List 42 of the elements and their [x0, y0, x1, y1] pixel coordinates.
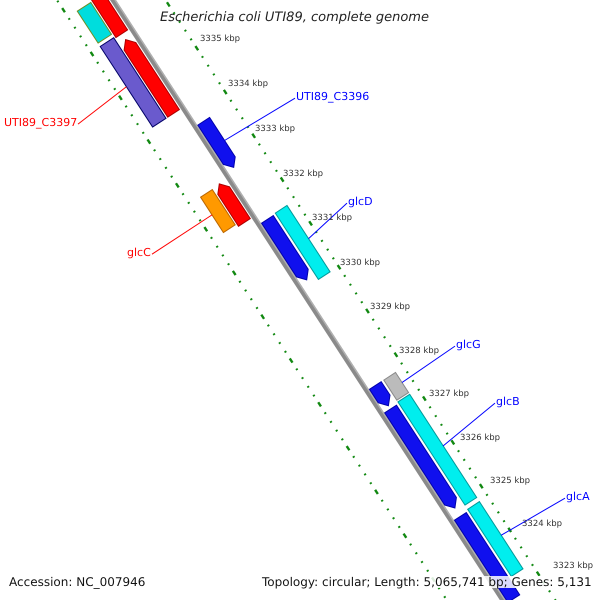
gene-block — [100, 37, 167, 128]
gene-label: glcB — [496, 396, 520, 407]
scale-label: 3329 kbp — [370, 303, 410, 312]
gene-block — [368, 381, 391, 406]
leader-line — [500, 498, 566, 536]
gene-block — [383, 372, 410, 401]
leader-line — [152, 214, 212, 255]
gene-label: UTI89_C3397 — [4, 117, 78, 128]
scale-label: 3335 kbp — [200, 35, 240, 44]
title: Escherichia coli UTI89, complete genome — [160, 11, 429, 24]
gene-label: glcA — [566, 491, 590, 502]
scale-label: 3334 kbp — [228, 80, 268, 88]
leader-line — [442, 402, 496, 446]
scale-label: 3330 kbp — [340, 259, 380, 268]
gene-block — [274, 204, 331, 280]
gene-label: glcD — [348, 196, 373, 207]
scale-label: 3324 kbp — [522, 520, 562, 528]
gene-block — [197, 116, 236, 168]
leader-line — [308, 202, 348, 240]
gene-label: glcG — [456, 339, 481, 350]
leader-line — [78, 86, 127, 125]
scale-label: 3333 kbp — [255, 125, 296, 134]
gene-block — [384, 404, 457, 509]
gene-block — [90, 0, 128, 38]
gene-block — [260, 214, 309, 280]
scale-label: 3332 kbp — [283, 170, 324, 178]
gene-block — [467, 500, 524, 578]
gene-block — [200, 188, 236, 234]
footer-text: Accession: NC_007946 — [9, 576, 146, 588]
scale-label: 3327 kbp — [429, 390, 470, 398]
leader-line — [402, 346, 456, 383]
gene-block — [76, 2, 112, 44]
gene-block — [217, 183, 251, 227]
scale-label: 3325 kbp — [490, 477, 530, 486]
scale-label: 3328 kbp — [399, 347, 440, 356]
scale-label: 3323 kbp — [553, 562, 594, 570]
footer-text: Topology: circular; Length: 5,065,741 bp; Genes: 5,131 — [262, 576, 592, 588]
gene-block — [124, 38, 180, 118]
gene-label: UTI89_C3396 — [296, 91, 370, 102]
gene-label: glcC — [127, 247, 151, 258]
scale-label: 3326 kbp — [460, 434, 500, 442]
leader-line — [224, 98, 296, 141]
